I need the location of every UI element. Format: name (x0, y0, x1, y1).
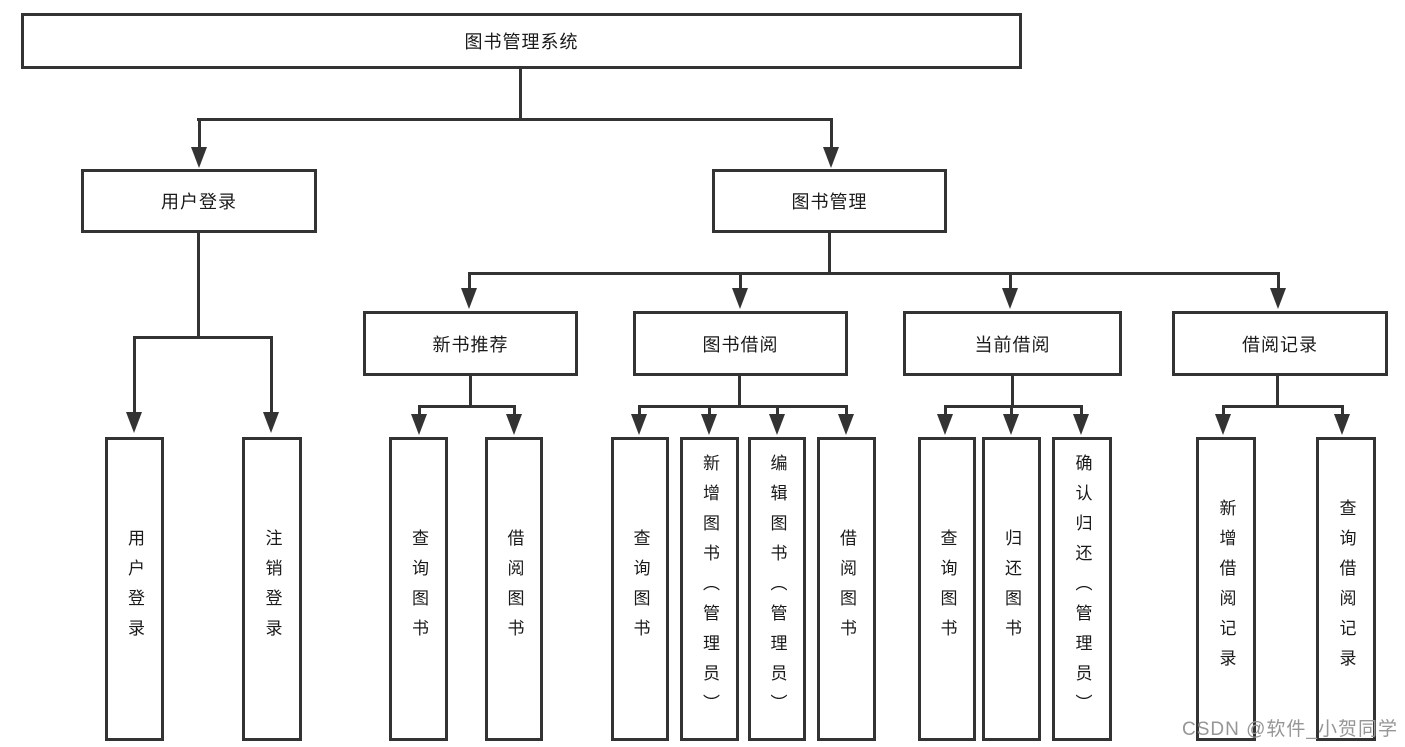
node-library-system: 图书管理系统 (21, 13, 1022, 69)
leaf-logout-label: 注销登录 (262, 529, 282, 649)
arrow-down-icon (631, 405, 647, 435)
leaf-add-books-admin: 新增图书（管理员） (680, 437, 739, 741)
leaf-borrow-books-recommend-label: 借阅图书 (504, 529, 524, 649)
connector-line (944, 405, 1082, 408)
arrow-down-icon (838, 405, 854, 435)
connector-line (638, 405, 847, 408)
node-borrow-records-label: 借阅记录 (1242, 334, 1318, 355)
arrow-down-icon (1073, 405, 1089, 435)
arrow-down-icon (191, 118, 207, 168)
leaf-edit-books-admin: 编辑图书（管理员） (748, 437, 806, 741)
connector-line (197, 232, 200, 339)
leaf-confirm-return-admin-label: 确认归还（管理员） (1072, 454, 1092, 724)
leaf-query-books-current: 查询图书 (918, 437, 976, 741)
connector-line (1276, 374, 1279, 408)
connector-line (468, 272, 1279, 275)
leaf-confirm-return-admin: 确认归还（管理员） (1052, 437, 1112, 741)
arrow-down-icon (461, 272, 477, 309)
arrow-down-icon (1334, 405, 1350, 435)
node-user-login-label: 用户登录 (161, 192, 237, 212)
leaf-add-borrow-record-label: 新增借阅记录 (1216, 499, 1236, 679)
arrow-down-icon (411, 405, 427, 435)
connector-line (1011, 374, 1014, 408)
node-library-system-label: 图书管理系统 (464, 32, 579, 52)
arrow-down-icon (1270, 272, 1286, 309)
leaf-add-borrow-record: 新增借阅记录 (1196, 437, 1256, 741)
leaf-borrow-books-recommend: 借阅图书 (485, 437, 543, 741)
arrow-down-icon (701, 405, 717, 435)
node-book-borrow: 图书借阅 (633, 311, 848, 376)
csdn-watermark: CSDN @软件_小贺同学 (1182, 719, 1398, 740)
arrow-down-icon (823, 118, 839, 168)
connector-line (828, 232, 831, 275)
arrow-down-icon (1003, 405, 1019, 435)
leaf-query-borrow-record-label: 查询借阅记录 (1336, 499, 1356, 679)
leaf-add-books-admin-label: 新增图书（管理员） (700, 454, 719, 724)
leaf-query-books-recommend: 查询图书 (389, 437, 448, 741)
node-current-borrow: 当前借阅 (903, 311, 1122, 376)
connector-line (197, 118, 833, 121)
arrow-down-icon (1215, 405, 1231, 435)
leaf-query-books-borrow-label: 查询图书 (630, 529, 650, 649)
node-book-management: 图书管理 (712, 169, 947, 233)
node-book-management-label: 图书管理 (791, 192, 868, 212)
leaf-query-books-current-label: 查询图书 (937, 529, 957, 649)
leaf-query-borrow-record: 查询借阅记录 (1316, 437, 1376, 741)
connector-line (133, 336, 273, 339)
node-borrow-records: 借阅记录 (1172, 311, 1388, 376)
arrow-down-icon (732, 272, 748, 309)
leaf-return-books-label: 归还图书 (1002, 529, 1021, 649)
arrow-down-icon (263, 336, 279, 433)
leaf-borrow-books: 借阅图书 (817, 437, 876, 741)
arrow-down-icon (126, 336, 142, 433)
leaf-query-books-borrow: 查询图书 (611, 437, 669, 741)
leaf-edit-books-admin-label: 编辑图书（管理员） (767, 454, 787, 724)
node-current-borrow-label: 当前借阅 (974, 334, 1051, 355)
leaf-borrow-books-label: 借阅图书 (837, 529, 856, 649)
node-new-book-recommend-label: 新书推荐 (432, 334, 509, 355)
leaf-user-login-label: 用户登录 (125, 529, 144, 649)
connector-line (418, 405, 516, 408)
node-new-book-recommend: 新书推荐 (363, 311, 578, 376)
connector-line (519, 68, 522, 121)
leaf-return-books: 归还图书 (982, 437, 1041, 741)
leaf-user-login: 用户登录 (105, 437, 164, 741)
node-user-login: 用户登录 (81, 169, 317, 233)
node-book-borrow-label: 图书借阅 (702, 334, 779, 355)
leaf-logout: 注销登录 (242, 437, 302, 741)
arrow-down-icon (1002, 272, 1018, 309)
connector-line (738, 374, 741, 408)
connector-line (469, 374, 472, 408)
leaf-query-books-recommend-label: 查询图书 (409, 529, 428, 649)
arrow-down-icon (769, 405, 785, 435)
arrow-down-icon (937, 405, 953, 435)
connector-line (1222, 405, 1343, 408)
arrow-down-icon (506, 405, 522, 435)
